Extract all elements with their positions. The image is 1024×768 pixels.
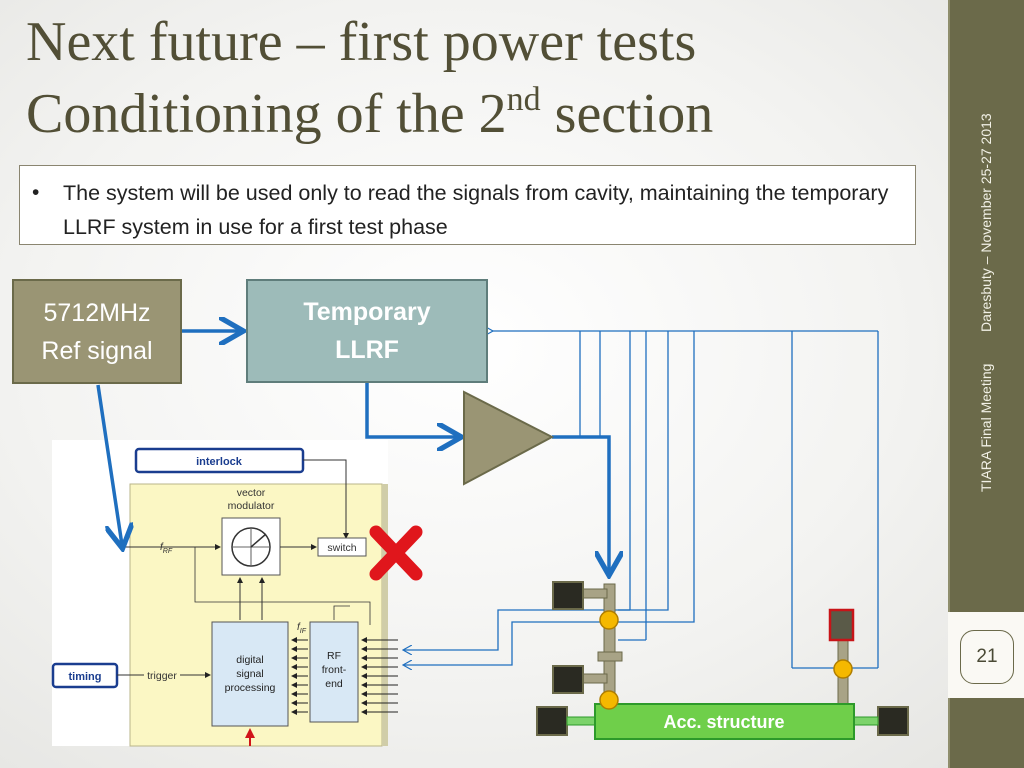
- ref-signal-label: Ref signal: [41, 336, 153, 365]
- vector-modulator-label-1: vector: [237, 487, 266, 499]
- footer-date: Daresbuty – November 25-27 2013: [978, 113, 994, 332]
- coupler-icon: [599, 610, 619, 630]
- pickup-signal-lines: [404, 331, 879, 668]
- bullet-box: • The system will be used only to read t…: [19, 165, 916, 245]
- amplifier-to-structure-arrow: [552, 435, 609, 572]
- page-number: 21: [960, 630, 1014, 684]
- load-block-icon: [552, 581, 584, 610]
- rf-frontend-label-3: end: [325, 678, 343, 690]
- coupler-icon: [833, 659, 853, 679]
- ref-to-controller-arrow: [96, 384, 122, 545]
- timing-label: timing: [69, 671, 102, 683]
- llrf-to-amplifier-arrow: [365, 383, 458, 437]
- title-line-2: Conditioning of the 2nd section: [26, 78, 936, 150]
- llrf-label-2: LLRF: [335, 336, 399, 364]
- f-if-label: fIF: [297, 622, 307, 635]
- dsp-label-2: signal: [236, 668, 263, 680]
- rf-frontend-label-1: RF: [327, 650, 341, 662]
- sidebar-stripe: [948, 0, 950, 768]
- llrf-label-1: Temporary: [303, 298, 431, 326]
- title-superscript: nd: [506, 81, 541, 118]
- waveguide-network: [582, 583, 849, 709]
- disabled-cross-icon: [369, 525, 423, 581]
- load-block-icon: [536, 706, 568, 736]
- vacuum-block-icon: [828, 608, 855, 642]
- vector-modulator-label-2: modulator: [228, 500, 275, 512]
- acc-structure-label: Acc. structure: [663, 712, 784, 732]
- load-block-icon: [552, 665, 584, 694]
- footer-meeting: TIARA Final Meeting: [978, 363, 994, 492]
- switch-box: [317, 537, 367, 557]
- bullet-dot-icon: •: [32, 181, 40, 204]
- load-block-icon: [877, 706, 909, 736]
- title-line-1: Next future – first power tests: [26, 11, 697, 73]
- load-blocks: [536, 581, 909, 736]
- dsp-label-1: digital: [236, 654, 263, 666]
- data-bus-arrows: [291, 637, 308, 715]
- rf-frontend-box: [309, 621, 359, 723]
- interlock-label: interlock: [196, 456, 243, 468]
- llrf-controller-panel: interlock vector modulator switch fRF fI…: [51, 440, 398, 747]
- title-line-2-suffix: section: [540, 83, 714, 145]
- acc-structure-box: [594, 703, 855, 740]
- rf-frontend-label-2: front-: [322, 664, 347, 676]
- slide-title: Next future – first power tests Conditio…: [26, 6, 936, 150]
- dsp-box: [211, 621, 289, 727]
- coupler-icon: [599, 690, 619, 710]
- switch-label: switch: [327, 542, 356, 554]
- trigger-label: trigger: [147, 670, 177, 682]
- ref-signal-box: 5712MHz Ref signal: [12, 279, 182, 384]
- bullet-text: The system will be used only to read the…: [63, 181, 889, 239]
- title-line-2-prefix: Conditioning of the 2: [26, 83, 507, 145]
- dsp-label-3: processing: [225, 682, 276, 694]
- phase-dial-icon: [231, 527, 271, 567]
- amplifier-icon: [463, 390, 555, 486]
- diagram-canvas: interlock vector modulator switch fRF fI…: [51, 0, 909, 747]
- temporary-llrf-box: Temporary LLRF: [246, 279, 488, 383]
- ref-signal-frequency: 5712MHz: [43, 298, 151, 327]
- rf-input-arrows: [361, 637, 398, 715]
